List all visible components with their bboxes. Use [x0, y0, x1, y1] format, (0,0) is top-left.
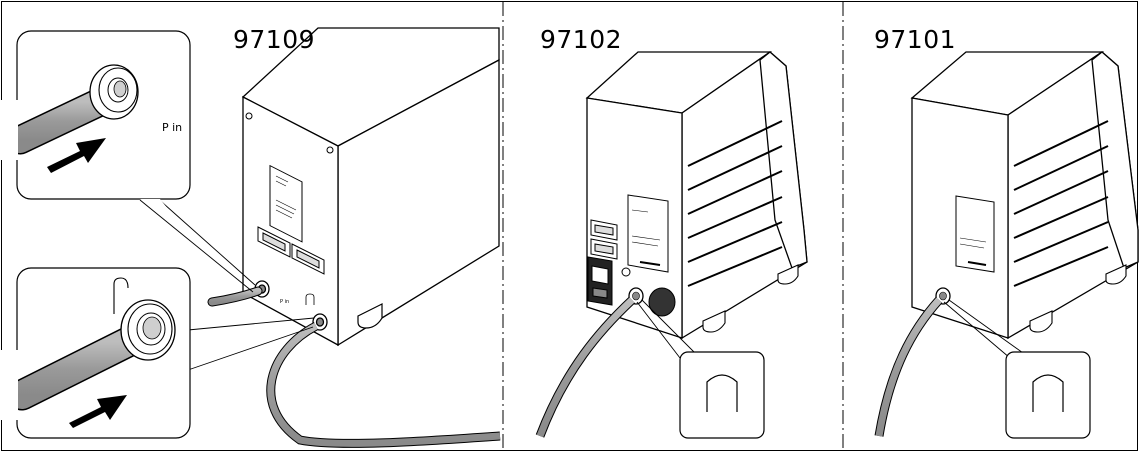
model-number-97109: 97109	[233, 25, 316, 54]
bell-symbol-icon	[1032, 374, 1064, 412]
panel-97109: P in	[0, 27, 501, 448]
model-number-97102: 97102	[540, 25, 623, 54]
screw-icon	[245, 112, 253, 120]
bell-symbol-icon	[706, 374, 738, 412]
screws	[245, 112, 334, 154]
callout-leaders	[636, 299, 701, 359]
connectors	[257, 226, 325, 275]
cabinet-bezel	[759, 51, 808, 269]
insert-arrow-icon	[47, 138, 106, 173]
badge-icon	[648, 287, 676, 317]
cabinet-bezel	[1091, 51, 1139, 269]
callout-bell-97102	[679, 351, 765, 439]
panel-97101	[874, 51, 1139, 439]
label-plate	[627, 194, 669, 273]
cabinet-foot	[777, 264, 799, 285]
callout-leaders	[139, 195, 315, 371]
insert-arrow-icon	[69, 395, 127, 428]
cabinet-97101	[910, 51, 1139, 340]
vent-slots	[1013, 120, 1109, 287]
callout-bell	[0, 267, 191, 439]
label-plate	[955, 195, 995, 273]
cabinet-foot	[357, 303, 383, 329]
port-bell	[312, 313, 328, 331]
p-in-label: P in	[162, 121, 183, 134]
power-module	[587, 256, 613, 306]
callout-leaders	[943, 299, 1031, 359]
connectors	[590, 219, 618, 260]
callout-p-in	[0, 30, 191, 230]
cable	[535, 296, 636, 438]
cabinet-foot	[1105, 264, 1127, 285]
cable-bell	[266, 322, 501, 448]
panel-97102	[535, 51, 808, 439]
bell-symbol-icon	[305, 293, 315, 305]
cable	[874, 296, 943, 437]
callout-bell-97101	[1005, 351, 1091, 439]
small-knob	[621, 267, 631, 277]
screw-icon	[326, 146, 334, 154]
label-plate	[269, 164, 303, 243]
cabinet-97102	[585, 51, 808, 340]
model-number-97101: 97101	[874, 25, 957, 54]
svg-text:P in: P in	[280, 299, 289, 305]
panel-dividers	[502, 2, 844, 452]
vent-slots	[687, 120, 783, 287]
cabinet-foot	[702, 310, 726, 333]
bell-symbol-icon	[113, 277, 129, 314]
cabinet-foot	[1029, 310, 1053, 333]
